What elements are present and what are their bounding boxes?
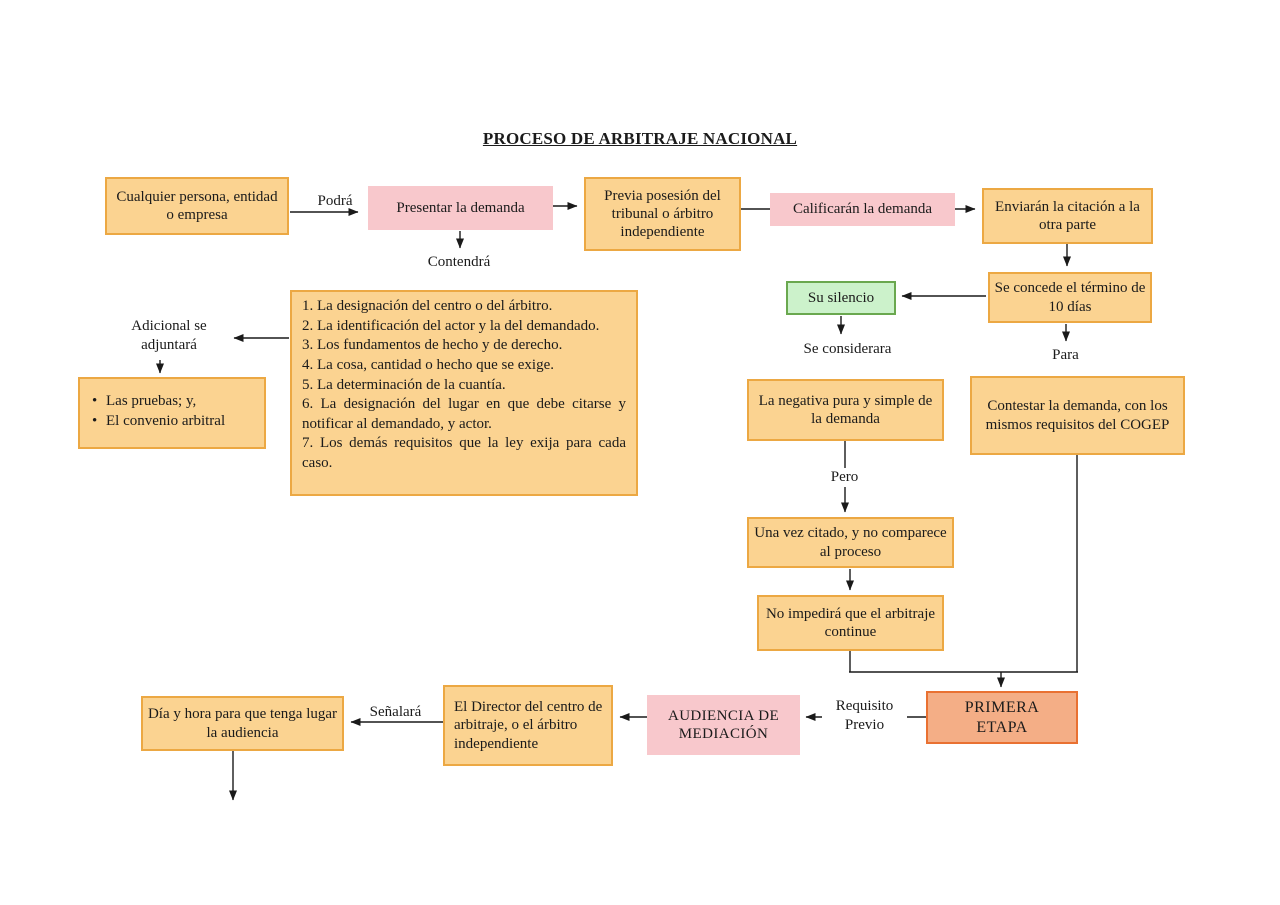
list-item: Las pruebas; y, <box>92 391 256 412</box>
edge-label-adicional-se-adjuntara: Adicional se adjuntará <box>131 318 207 353</box>
node-una-vez-citado: Una vez citado, y no comparece al proces… <box>747 517 954 568</box>
edge-label-requisito-previo: Requisito Previo <box>822 697 907 735</box>
list-item: 2. La identificación del actor y la del … <box>302 317 600 334</box>
node-label: PRIMERA ETAPA <box>964 698 1040 736</box>
node-label: La negativa pura y simple de la demanda <box>758 392 933 427</box>
edge-label-podra: Podrá <box>317 193 353 209</box>
edge-label-para: Para <box>1052 347 1079 363</box>
node-label: Enviarán la citación a la otra parte <box>995 198 1140 233</box>
node-adjuntos: Las pruebas; y,El convenio arbitral <box>78 377 266 449</box>
node-director-centro: El Director del centro de arbitraje, o e… <box>443 685 613 766</box>
node-label: Contestar la demanda, con los mismos req… <box>985 398 1170 433</box>
list-item: 3. Los fundamentos de hecho y de derecho… <box>302 337 563 354</box>
node-label: No impedirá que el arbitraje continue <box>765 605 936 640</box>
node-previa-posesion: Previa posesión del tribunal o árbitro i… <box>584 177 741 251</box>
list-item: 6. La designación del lugar en que debe … <box>302 396 626 432</box>
node-label: Previa posesión del tribunal o árbitro i… <box>604 187 721 241</box>
page-title: PROCESO DE ARBITRAJE NACIONAL <box>482 129 798 148</box>
node-enviaran-citacion: Enviarán la citación a la otra parte <box>982 188 1153 244</box>
edge-label-pero: Pero <box>818 468 871 487</box>
node-cualquier-persona: Cualquier persona, entidad o empresa <box>105 177 289 235</box>
node-requisitos-demanda: 1. La designación del centro o del árbit… <box>290 290 638 496</box>
list-item: 5. La determinación de la cuantía. <box>302 376 506 393</box>
node-label: Se concede el término de 10 días <box>994 280 1146 315</box>
node-no-impedira: No impedirá que el arbitraje continue <box>757 595 944 651</box>
node-label: Día y hora para que tenga lugar la audie… <box>147 706 338 741</box>
node-su-silencio: Su silencio <box>786 281 896 315</box>
node-label: AUDIENCIA DE MEDIACIÓN <box>667 707 780 742</box>
node-label: Su silencio <box>807 289 875 306</box>
node-primera-etapa: PRIMERA ETAPA <box>926 691 1078 744</box>
list-item: 4. La cosa, cantidad o hecho que se exig… <box>302 356 554 373</box>
node-audiencia-mediacion: AUDIENCIA DE MEDIACIÓN <box>647 695 800 755</box>
node-label: Una vez citado, y no comparece al proces… <box>754 525 947 560</box>
node-calificaran-demanda: Calificarán la demanda <box>770 193 955 226</box>
node-label: Cualquier persona, entidad o empresa <box>116 188 278 223</box>
edge-label-contendra: Contendrá <box>427 254 491 270</box>
node-label: Presentar la demanda <box>396 199 525 216</box>
node-se-concede-termino: Se concede el término de 10 días <box>988 272 1152 323</box>
node-presentar-demanda: Presentar la demanda <box>368 186 553 230</box>
node-label: Calificarán la demanda <box>792 201 933 218</box>
list-item: 1. La designación del centro o del árbit… <box>302 298 553 314</box>
node-contestar-demanda: Contestar la demanda, con los mismos req… <box>970 376 1185 455</box>
edge-label-senalara: Señalará <box>369 704 422 720</box>
node-dia-hora: Día y hora para que tenga lugar la audie… <box>141 696 344 751</box>
node-negativa-pura: La negativa pura y simple de la demanda <box>747 379 944 441</box>
node-label: El Director del centro de arbitraje, o e… <box>454 699 603 752</box>
edge-label-se-considerara: Se considerara <box>803 341 892 357</box>
list-item: 7. Los demás requisitos que la ley exija… <box>302 435 626 472</box>
list-item: El convenio arbitral <box>92 411 256 432</box>
